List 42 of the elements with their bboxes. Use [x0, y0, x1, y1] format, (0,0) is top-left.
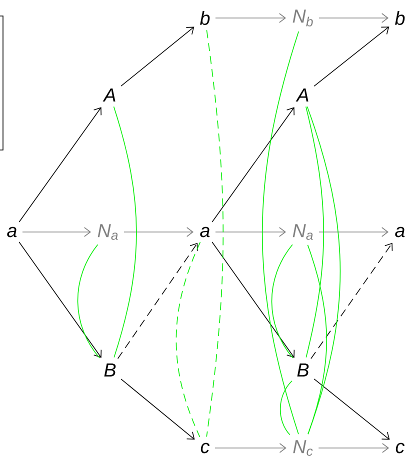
object-label: a [7, 226, 17, 238]
connector [271, 244, 294, 358]
object-label: b [395, 11, 405, 25]
arrow [120, 26, 194, 86]
arrow [314, 26, 390, 87]
arrow [18, 242, 102, 358]
object-label: B [297, 364, 309, 376]
arrow [318, 13, 389, 23]
arrow [18, 107, 102, 222]
object-label: A [102, 88, 116, 102]
arrow [212, 107, 294, 222]
connector [176, 242, 201, 438]
connector [306, 106, 324, 358]
connector [113, 106, 137, 358]
arrow [318, 443, 390, 453]
connector [307, 244, 328, 435]
arrow [22, 227, 92, 237]
object-label: N$_{b}$ [292, 10, 313, 26]
object-label: A [296, 88, 308, 102]
arrow [310, 242, 393, 360]
arrow [117, 242, 198, 360]
connector [262, 31, 300, 434]
arrow [215, 227, 286, 237]
arrow [120, 378, 195, 440]
object-label: c [396, 442, 405, 454]
arrow [212, 242, 295, 358]
arrow [215, 13, 286, 23]
object-label: c [200, 442, 210, 454]
arrow [314, 378, 390, 440]
object-label: N$_{a}$ [292, 224, 313, 240]
object-label: a [395, 226, 405, 238]
connector [77, 244, 100, 358]
object-label: B [104, 364, 116, 376]
arrow [124, 227, 194, 237]
object-label: b [200, 11, 210, 25]
connector [206, 30, 224, 438]
object-label: a [200, 226, 210, 238]
object-label: N$_{c}$ [293, 440, 313, 456]
connector [280, 380, 292, 436]
arrow [318, 227, 389, 237]
object-label: N$_{a}$ [98, 224, 118, 240]
arrow [214, 443, 286, 453]
